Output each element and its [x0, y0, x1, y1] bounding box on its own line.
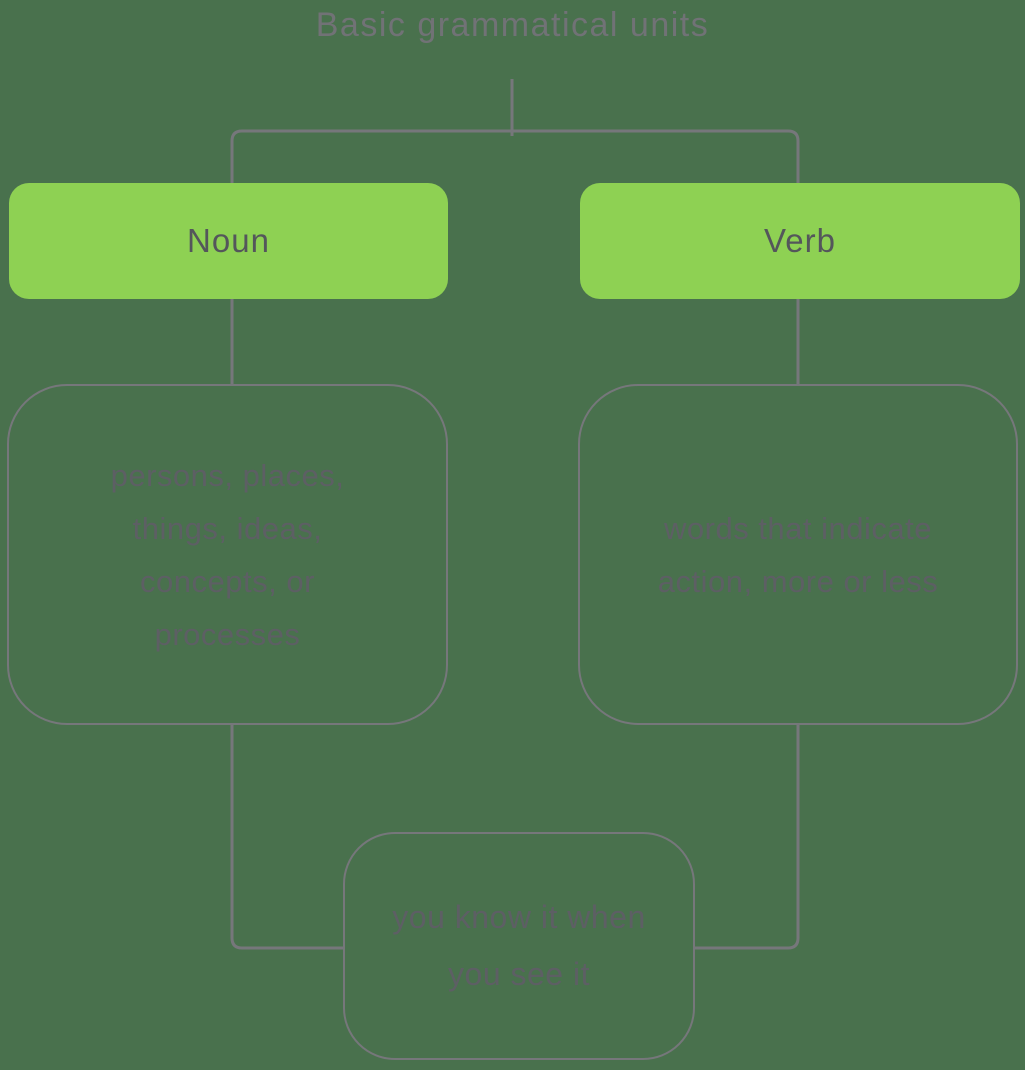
text-line: action, more or less [657, 563, 939, 599]
connector-noun-to-shared [230, 725, 344, 950]
node-verb-description: words that indicate action, more or less [578, 384, 1018, 725]
node-shared-note-text: you know it when you see it [392, 889, 645, 1003]
text-line: processes [154, 616, 301, 652]
node-shared-note: you know it when you see it [343, 832, 695, 1060]
node-noun-description-text: persons, places, things, ideas, concepts… [111, 449, 345, 661]
text-line: you see it [448, 956, 590, 992]
node-verb: Verb [580, 183, 1020, 299]
node-noun-label: Noun [187, 222, 270, 259]
node-verb-description-text: words that indicate action, more or less [658, 502, 939, 608]
text-line: things, ideas, [132, 510, 323, 546]
node-verb-label: Verb [764, 222, 836, 259]
text-line: concepts, or [140, 563, 315, 599]
connector-verb-to-shared [694, 725, 800, 950]
text-line: persons, places, [110, 457, 345, 493]
connector-top-bar [230, 129, 800, 184]
diagram-title: Basic grammatical units [315, 6, 710, 44]
node-noun: Noun [9, 183, 448, 299]
node-noun-description: persons, places, things, ideas, concepts… [7, 384, 448, 725]
text-line: words that indicate [664, 510, 932, 546]
text-line: you know it when [392, 899, 646, 935]
